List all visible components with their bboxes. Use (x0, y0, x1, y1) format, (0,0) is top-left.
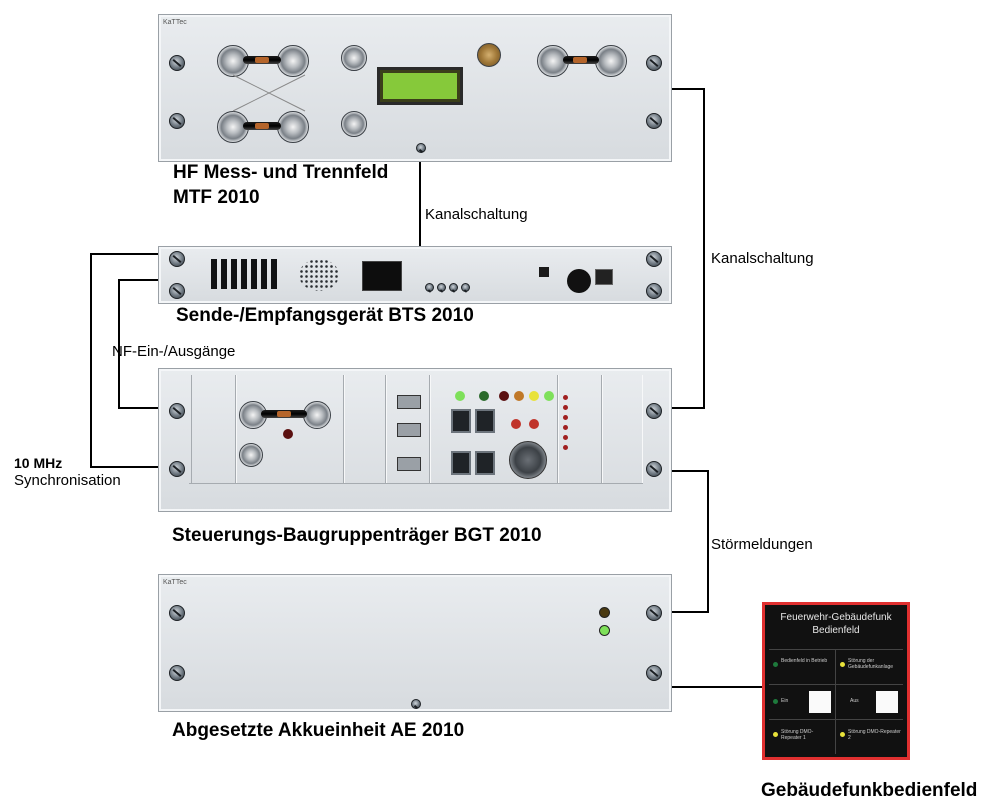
label-synchronisation: Synchronisation (14, 472, 121, 489)
ae-logo: KaTTec (163, 579, 187, 586)
ae-device: KaTTec (158, 574, 672, 712)
panel-ein-button[interactable] (809, 691, 831, 713)
panel-cell-dmo-1: Störung DMO-Repeater 1 (769, 720, 836, 754)
bgt-led-green-3 (544, 391, 554, 401)
label-kanalschaltung-1: Kanalschaltung (425, 206, 528, 223)
bgt-led-green-1 (455, 391, 465, 401)
panel-cell-ein: Ein (769, 685, 836, 720)
label-kanalschaltung-2: Kanalschaltung (711, 250, 814, 267)
mtf-device: KaTTec (158, 14, 672, 162)
panel-cell-dmo-2: Störung DMO-Repeater 2 (836, 720, 903, 754)
bts-round-connector (567, 269, 591, 293)
ae-title: Abgesetzte Akkueinheit AE 2010 (172, 720, 465, 741)
bgt-led-red-2 (511, 419, 521, 429)
bgt-button-3[interactable] (451, 451, 471, 475)
bts-speaker-grille (299, 259, 339, 291)
mtf-logo: KaTTec (163, 19, 187, 26)
bts-device (158, 246, 672, 304)
label-nf-ein-ausgaenge: NF-Ein-/Ausgänge (112, 343, 236, 360)
bgt-led-red-3 (529, 419, 539, 429)
bgt-led-red-1 (499, 391, 509, 401)
ae-led-2 (599, 625, 610, 636)
bgt-bottom-rail (189, 483, 643, 506)
mtf-connector-5 (277, 111, 309, 143)
bgt-led-orange (514, 391, 524, 401)
mtf-title-line2: MTF 2010 (173, 187, 260, 208)
mtf-title-line1: HF Mess- und Trennfeld (173, 162, 389, 183)
panel-cell-aus: Aus (836, 685, 903, 720)
bgt-button-2[interactable] (475, 409, 495, 433)
mtf-cross-lines (232, 74, 306, 112)
panel-header-line2: Bedienfeld (812, 625, 860, 636)
panel-cell-in-betrieb: Bedienfeld in Betrieb (769, 650, 836, 685)
panel-cell-stoerung-anlage: Störung der Gebäudefunkanlage (836, 650, 903, 685)
mtf-connector-1 (217, 45, 249, 77)
bgt-button-1[interactable] (451, 409, 471, 433)
panel-title: Gebäudefunkbedienfeld (761, 780, 978, 801)
mtf-connector-6 (341, 111, 367, 137)
mtf-connector-gold (477, 43, 501, 67)
mtf-lcd-display (377, 67, 463, 105)
bts-title: Sende-/Empfangsgerät BTS 2010 (176, 305, 474, 326)
bgt-led-dark-red (283, 429, 293, 439)
bts-display (362, 261, 402, 291)
bgt-button-4[interactable] (475, 451, 495, 475)
mtf-connector-8 (595, 45, 627, 77)
bgt-led-yellow (529, 391, 539, 401)
bgt-round-socket (509, 441, 547, 479)
label-stoermeldungen: Störmeldungen (711, 536, 813, 553)
bts-rj-port (595, 269, 613, 285)
bgt-title: Steuerungs-Baugruppenträger BGT 2010 (172, 525, 542, 546)
label-10mhz: 10 MHz (14, 455, 63, 471)
bgt-connector-2 (303, 401, 331, 429)
bgt-led-green-2 (479, 391, 489, 401)
building-radio-control-panel: Feuerwehr-Gebäudefunk Bedienfeld Bedienf… (762, 602, 910, 760)
bgt-device (158, 368, 672, 512)
panel-aus-button[interactable] (876, 691, 898, 713)
bgt-connector-3 (239, 443, 263, 467)
mtf-connector-2 (277, 45, 309, 77)
mtf-connector-3 (341, 45, 367, 71)
bts-port-small (539, 267, 549, 277)
ae-led-1 (599, 607, 610, 618)
panel-header-line1: Feuerwehr-Gebäudefunk (780, 612, 892, 623)
